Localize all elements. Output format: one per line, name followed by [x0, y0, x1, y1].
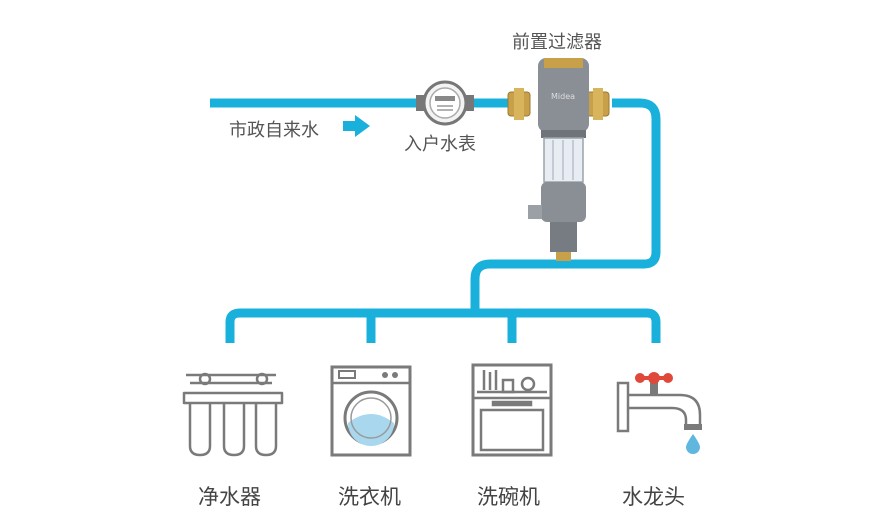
outlet-pipe [470, 98, 661, 300]
municipal-water-label: 市政自来水 [229, 120, 319, 141]
filter-brand-logo: Midea [551, 92, 576, 101]
dishwasher-icon [471, 363, 553, 457]
prefilter-device-icon [507, 58, 610, 261]
water-meter-label: 入户水表 [404, 134, 476, 155]
appliance-label-dishwasher: 洗碗机 [477, 485, 540, 509]
distribution-pipe [225, 308, 661, 343]
appliance-label-faucet: 水龙头 [622, 485, 685, 509]
flow-arrow-icon [343, 115, 370, 137]
appliance-label-washer: 洗衣机 [338, 485, 401, 509]
water-purifier-icon [182, 372, 284, 457]
water-drop-icon [686, 434, 700, 454]
prefilter-label: 前置过滤器 [512, 32, 602, 53]
water-meter-icon [416, 80, 474, 126]
faucet-icon [616, 372, 702, 454]
washing-machine-icon [330, 365, 412, 457]
appliance-label-purifier: 净水器 [198, 485, 261, 509]
